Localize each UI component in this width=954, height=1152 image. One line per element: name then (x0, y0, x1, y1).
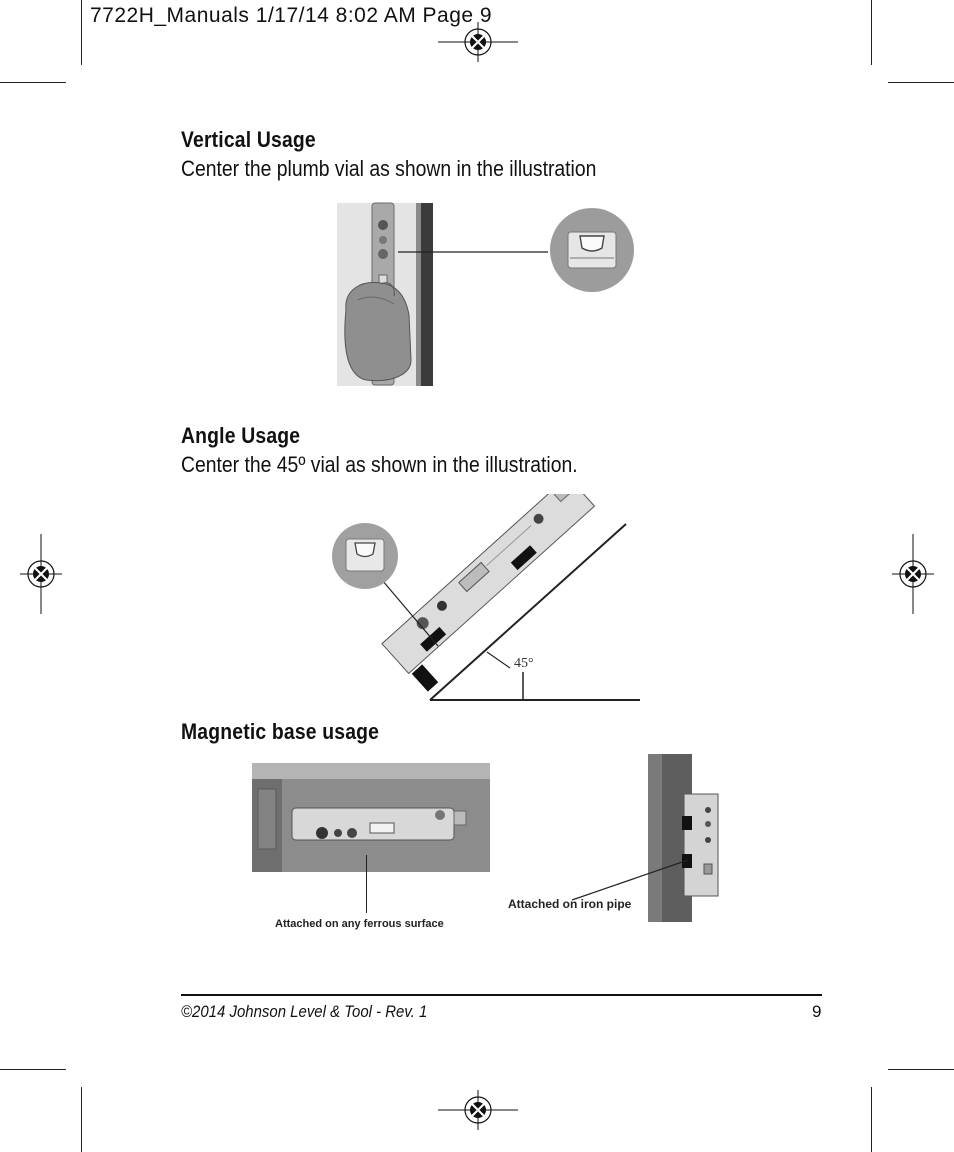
angle-usage-illustration: 45° (332, 494, 640, 701)
registration-mark-icon (20, 534, 62, 614)
magnetic-base-heading: Magnetic base usage (181, 719, 380, 744)
vertical-usage-instruction: Center the plumb vial as shown in the il… (181, 156, 597, 181)
crop-mark-bottom-left-h (0, 1069, 66, 1070)
iron-pipe-caption: Attached on iron pipe (508, 897, 632, 911)
vertical-usage-illustration (337, 202, 634, 386)
crop-mark-bottom-right-v (871, 1087, 872, 1152)
crop-mark-top-left-v (81, 0, 82, 65)
print-slug: 7722H_Manuals 1/17/14 8:02 AM Page 9 (90, 4, 493, 27)
vertical-usage-heading: Vertical Usage (181, 127, 316, 152)
footer-rule (181, 994, 822, 996)
angle-label: 45° (514, 656, 534, 671)
registration-mark-icon (892, 534, 934, 614)
iron-pipe-pointer (571, 859, 689, 901)
crop-mark-top-right-v (871, 0, 872, 65)
angle-usage-instruction: Center the 45º vial as shown in the illu… (181, 452, 578, 477)
registration-mark-icon (438, 22, 518, 62)
crop-mark-bottom-right-h (888, 1069, 954, 1070)
angle-usage-heading: Angle Usage (181, 423, 301, 448)
iron-pipe-photo (648, 754, 719, 922)
crop-mark-bottom-left-v (81, 1087, 82, 1152)
ferrous-surface-caption: Attached on any ferrous surface (275, 918, 444, 930)
crop-mark-top-right-h (888, 82, 954, 83)
page-number: 9 (812, 1002, 822, 1021)
ferrous-caption-pointer (366, 855, 367, 913)
registration-mark-icon (438, 1090, 518, 1130)
footer-copyright: ©2014 Johnson Level & Tool - Rev. 1 (181, 1002, 428, 1021)
crop-mark-top-left-h (0, 82, 66, 83)
ferrous-surface-photo (252, 763, 490, 872)
